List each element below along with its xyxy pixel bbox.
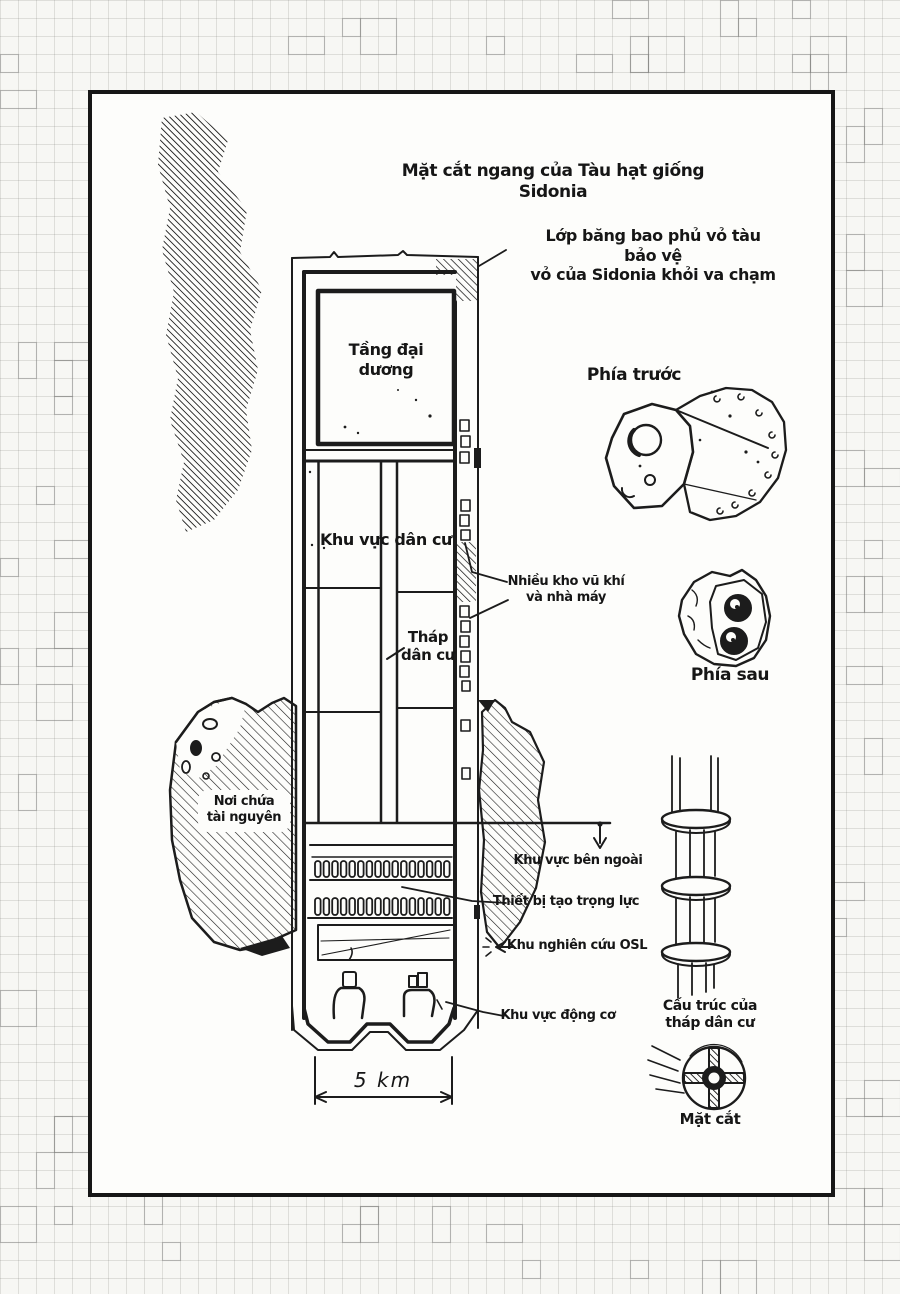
osl-area-label: Khu nghiên cứu OSL <box>506 938 648 953</box>
ocean-deck-label: Tầng đại dương <box>348 340 424 379</box>
weapons-factories-note: Nhiều kho vũ khí và nhà máy <box>507 574 625 605</box>
residential-tower-label: Tháp dân cư <box>401 628 455 665</box>
rear-view-label: Phía sau <box>690 665 770 685</box>
engine-area-label: Khu vực động cơ <box>500 1008 616 1023</box>
resources-note: Nơi chứa tài nguyên <box>201 793 287 827</box>
scale-label: 5 km <box>353 1068 413 1092</box>
gravity-device-label: Thiết bị tạo trọng lực <box>492 894 640 909</box>
residential-area-label: Khu vực dân cư <box>319 530 453 549</box>
ice-layer-note: Lớp băng bao phủ vỏ tàu bảo vệ vỏ của Si… <box>530 226 776 285</box>
outside-area-label: Khu vực bên ngoài <box>513 853 643 868</box>
tower-structure-label: Cấu trúc của tháp dân cư <box>662 998 758 1032</box>
front-view-label: Phía trước <box>586 365 682 385</box>
cross-section-label: Mặt cắt <box>679 1110 741 1128</box>
diagram-title: Mặt cắt ngang của Tàu hạt giống Sidonia <box>401 161 705 202</box>
